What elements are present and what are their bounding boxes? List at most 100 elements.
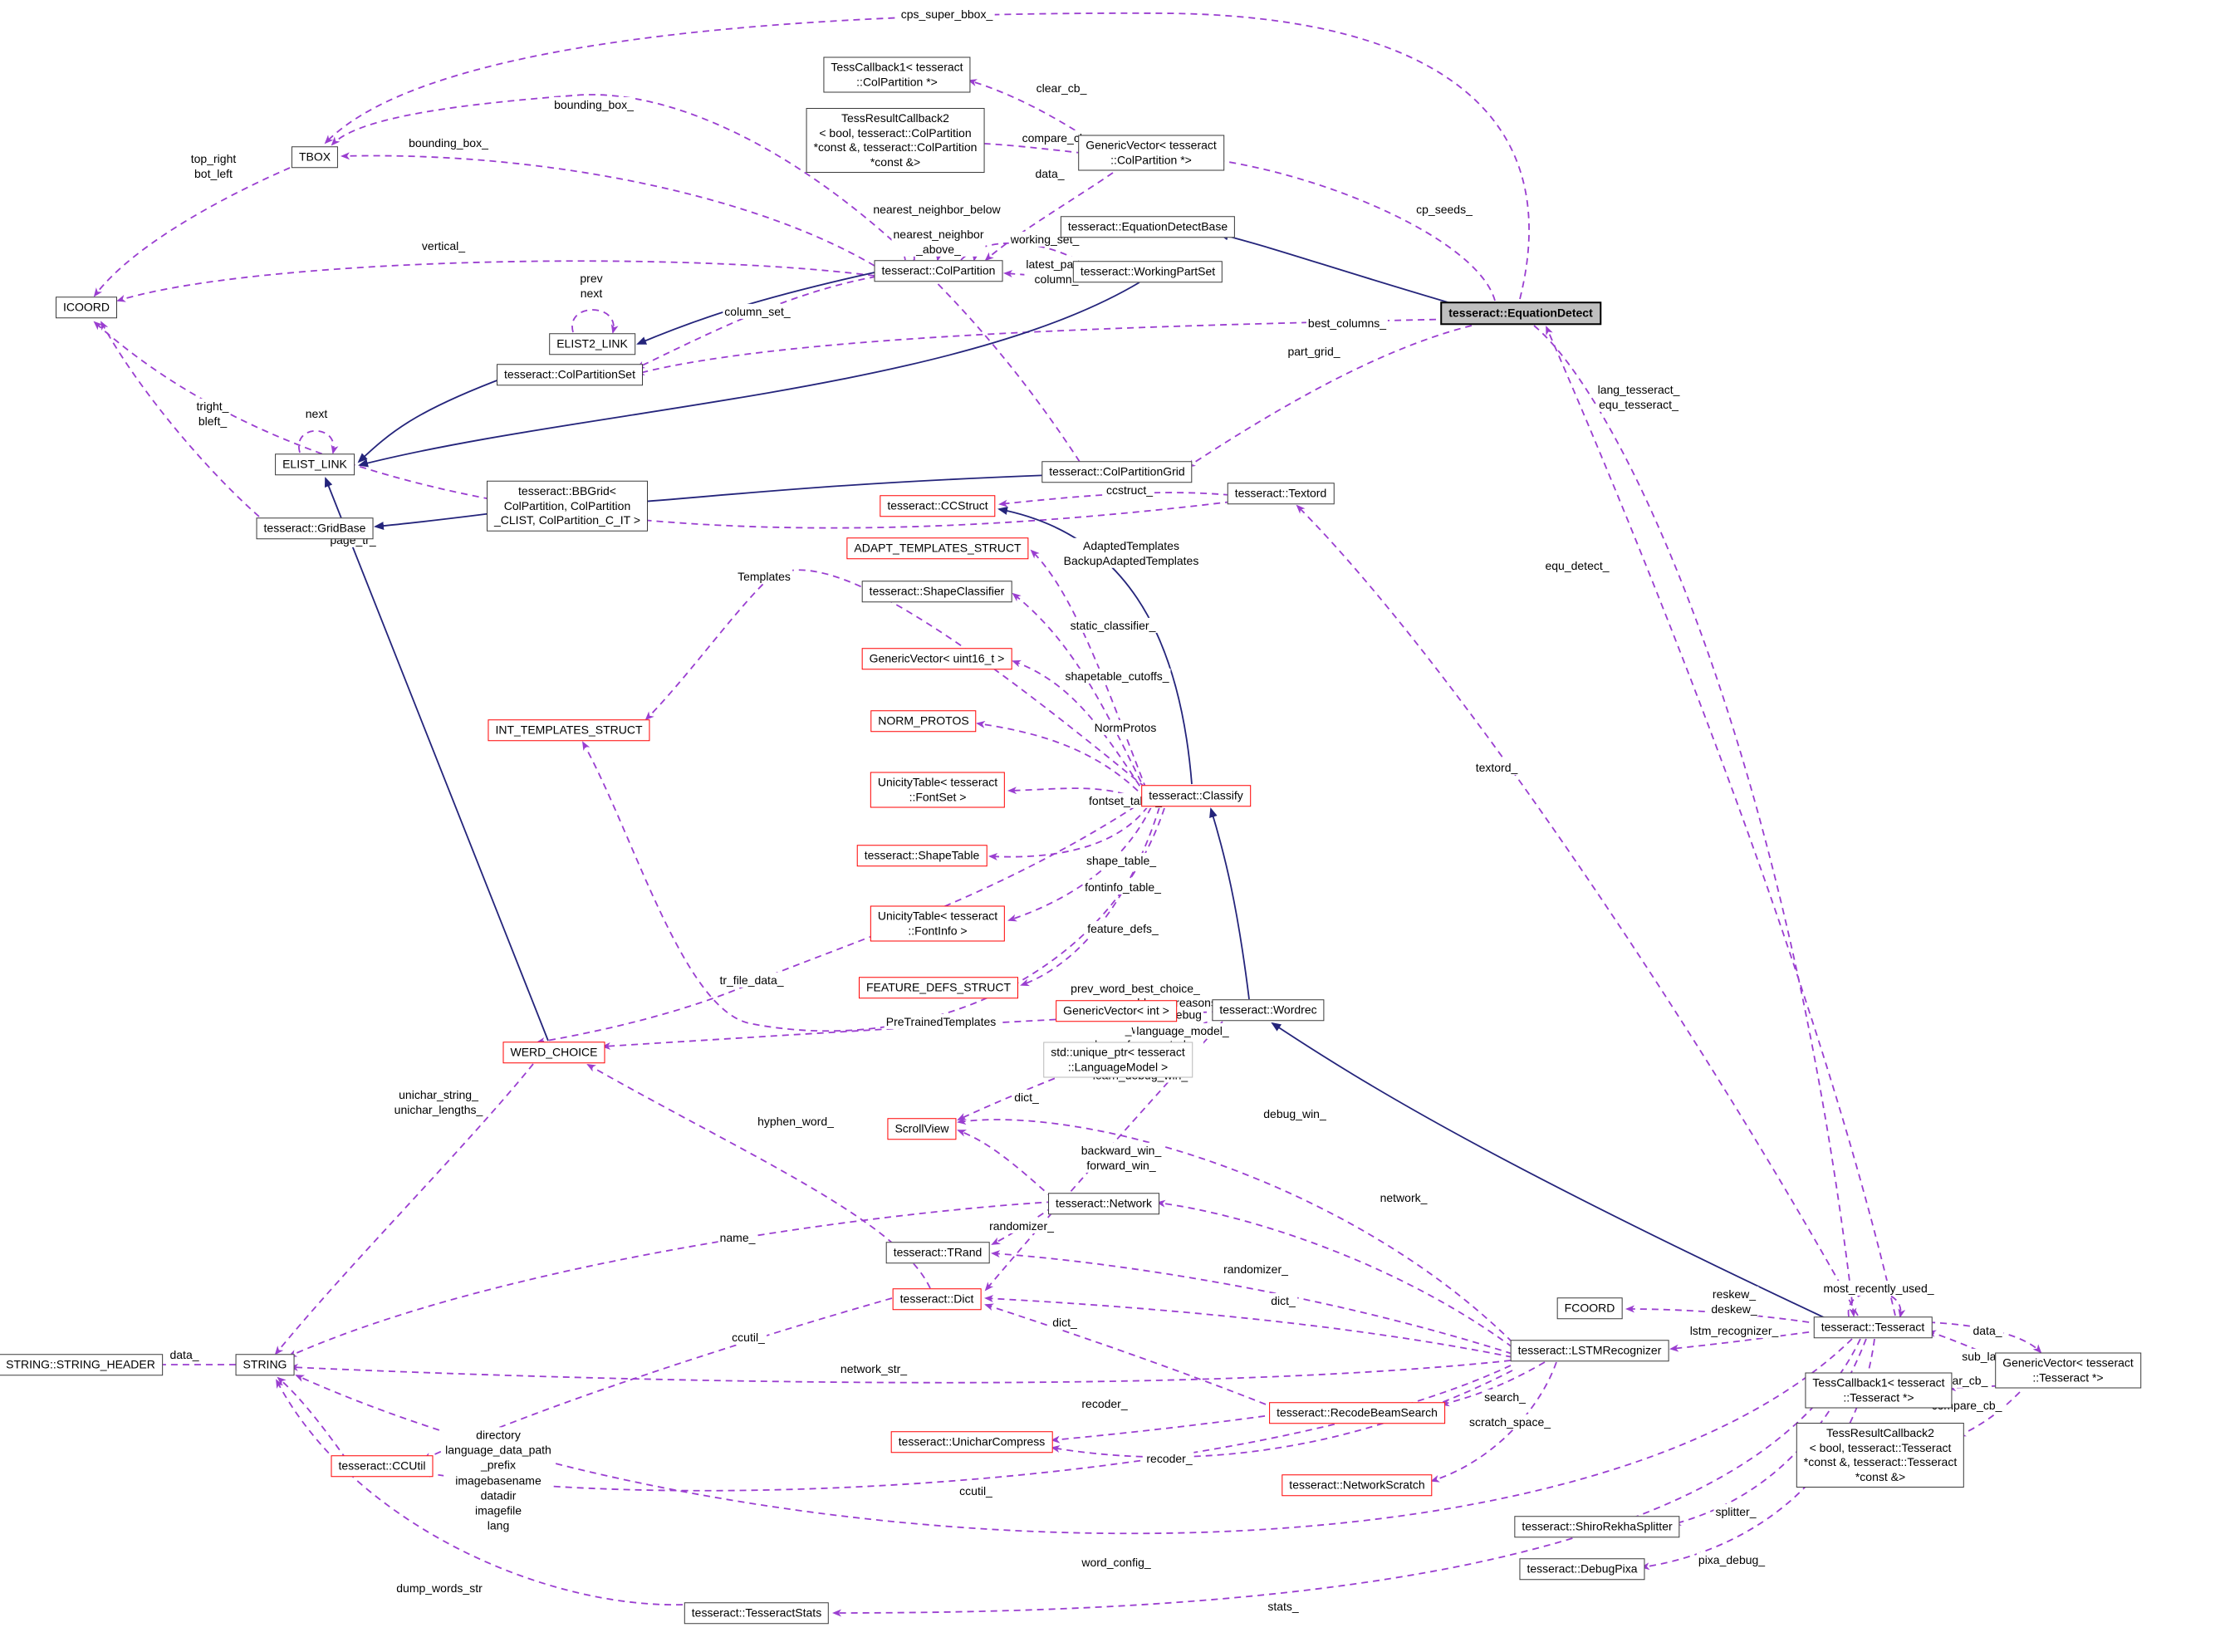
- edge-label-network_str_: network_str_: [838, 1360, 909, 1377]
- node-ccutil[interactable]: tesseract::CCUtil: [331, 1455, 434, 1477]
- node-colpartition[interactable]: tesseract::ColPartition: [874, 260, 1003, 282]
- node-label: TBOX: [298, 150, 331, 164]
- node-feature-defs-struct[interactable]: FEATURE_DEFS_STRUCT: [859, 977, 1018, 998]
- node-tbox[interactable]: TBOX: [291, 146, 339, 168]
- collaboration-edge-18: [1211, 156, 1496, 301]
- edge-label-directory: directory language_data_path _prefix ima…: [444, 1427, 553, 1533]
- node-label: ELIST2_LINK: [556, 336, 628, 350]
- node-network[interactable]: tesseract::Network: [1048, 1193, 1159, 1214]
- collaboration-edge-23: [1533, 325, 1857, 1317]
- node-wordrec[interactable]: tesseract::Wordrec: [1212, 999, 1325, 1021]
- edge-label-word_config_: word_config_: [1080, 1554, 1153, 1571]
- edge-label-PreTrainedTemplates: PreTrainedTemplates: [884, 1013, 998, 1030]
- node-equationdetectbase[interactable]: tesseract::EquationDetectBase: [1060, 216, 1236, 238]
- node-shapeclassifier[interactable]: tesseract::ShapeClassifier: [861, 581, 1012, 602]
- node-unicitytable-fontset[interactable]: UnicityTable< tesseract::FontSet >: [870, 772, 1006, 808]
- node-tesseract[interactable]: tesseract::Tesseract: [1813, 1316, 1933, 1338]
- node-workingpartset[interactable]: tesseract::WorkingPartSet: [1072, 261, 1223, 282]
- node-werd-choice[interactable]: WERD_CHOICE: [502, 1042, 605, 1063]
- edge-label-shape_table_: shape_table_: [1084, 852, 1159, 869]
- collaboration-edge-50: [289, 1360, 1512, 1384]
- edge-label-unichar_string_: unichar_string_ unichar_lengths_: [392, 1086, 485, 1118]
- node-ccstruct[interactable]: tesseract::CCStruct: [880, 495, 996, 517]
- node-recodebeamsearch[interactable]: tesseract::RecodeBeamSearch: [1269, 1402, 1445, 1424]
- node-genericvector-tesseract[interactable]: GenericVector< tesseract::Tesseract *>: [1995, 1352, 2141, 1389]
- node-label: tesseract::UnicharCompress: [898, 1434, 1046, 1449]
- node-trand[interactable]: tesseract::TRand: [885, 1242, 990, 1263]
- edge-label-NormProtos: NormProtos: [1092, 719, 1159, 736]
- collaboration-edge-33: [582, 741, 1165, 1032]
- collaboration-edge-26: [1012, 659, 1147, 797]
- node-label: UnicityTable< tesseract: [877, 775, 998, 789]
- node-shirorekhasplitter[interactable]: tesseract::ShiroRekhaSplitter: [1514, 1516, 1680, 1537]
- node-unicharcompress[interactable]: tesseract::UnicharCompress: [890, 1431, 1053, 1453]
- node-tesseractstats[interactable]: tesseract::TesseractStats: [684, 1602, 830, 1624]
- node-colpartitionset[interactable]: tesseract::ColPartitionSet: [497, 364, 643, 385]
- collaboration-edge-37: [586, 1064, 931, 1289]
- node-adapt-templates-struct[interactable]: ADAPT_TEMPLATES_STRUCT: [846, 537, 1029, 559]
- node-gridbase[interactable]: tesseract::GridBase: [256, 517, 374, 539]
- node-label: _CLIST, ColPartition_C_IT >: [494, 512, 640, 527]
- node-tessresultcallback2-colpartition[interactable]: TessResultCallback2< bool, tesseract::Co…: [806, 108, 985, 173]
- node-unique-ptr-languagemodel[interactable]: std::unique_ptr< tesseract::LanguageMode…: [1043, 1042, 1193, 1078]
- edge-label-dict_: dict_: [1269, 1292, 1297, 1309]
- collaboration-edge-2: [341, 152, 875, 267]
- node-label: tesseract::ColPartitionGrid: [1049, 464, 1185, 478]
- node-label: tesseract::ShiroRekhaSplitter: [1522, 1519, 1673, 1533]
- node-scrollview[interactable]: ScrollView: [887, 1118, 957, 1140]
- node-dict[interactable]: tesseract::Dict: [892, 1288, 982, 1310]
- node-textord[interactable]: tesseract::Textord: [1227, 483, 1335, 504]
- edge-label-shapetable_cutoffs_: shapetable_cutoffs_: [1063, 668, 1171, 684]
- collaboration-edge-27: [976, 720, 1147, 800]
- edge-label-dump_words_str: dump_words_str: [395, 1580, 484, 1596]
- node-label: GenericVector< tesseract: [1085, 138, 1217, 152]
- node-icoord[interactable]: ICOORD: [56, 297, 117, 318]
- edge-label-tright_: tright_ bleft_: [194, 398, 231, 429]
- collaboration-edge-7: [571, 309, 619, 334]
- node-colpartitiongrid[interactable]: tesseract::ColPartitionGrid: [1041, 461, 1193, 483]
- node-elist2-link[interactable]: ELIST2_LINK: [549, 333, 635, 355]
- node-debugpixa[interactable]: tesseract::DebugPixa: [1519, 1558, 1645, 1580]
- collaboration-edge-62: [1928, 1321, 2042, 1354]
- collaboration-edge-0: [324, 12, 1530, 300]
- node-shapetable[interactable]: tesseract::ShapeTable: [856, 845, 987, 866]
- node-label: tesseract::ColPartition: [881, 263, 996, 277]
- node-lstmrecognizer[interactable]: tesseract::LSTMRecognizer: [1510, 1340, 1669, 1361]
- node-tesscallback1-colpartition[interactable]: TessCallback1< tesseract::ColPartition *…: [823, 56, 971, 93]
- node-genericvector-uint16[interactable]: GenericVector< uint16_t >: [861, 648, 1012, 669]
- node-label: TessResultCallback2: [841, 111, 949, 125]
- collaboration-edge-1: [331, 94, 1081, 463]
- node-tesscallback1-tesseract[interactable]: TessCallback1< tesseract::Tesseract *>: [1805, 1372, 1953, 1409]
- node-label: UnicityTable< tesseract: [877, 909, 998, 923]
- edge-label-equ_detect_: equ_detect_: [1543, 557, 1611, 574]
- node-networkscratch[interactable]: tesseract::NetworkScratch: [1282, 1474, 1433, 1496]
- node-classify[interactable]: tesseract::Classify: [1141, 785, 1251, 806]
- node-tessresultcallback2-tesseract[interactable]: TessResultCallback2< bool, tesseract::Te…: [1796, 1423, 1965, 1488]
- collaboration-edge-64: [1957, 1391, 2021, 1437]
- node-label: tesseract::Textord: [1234, 486, 1327, 500]
- node-string-header[interactable]: STRING::STRING_HEADER: [0, 1354, 163, 1375]
- node-label: NORM_PROTOS: [878, 713, 969, 728]
- node-label: TessCallback1< tesseract: [1812, 1375, 1945, 1390]
- node-label: *const &>: [870, 154, 921, 169]
- node-genericvector-int[interactable]: GenericVector< int >: [1056, 1000, 1177, 1022]
- node-label: ::Tesseract *>: [1843, 1390, 1914, 1404]
- node-fcoord[interactable]: FCOORD: [1556, 1297, 1623, 1319]
- node-bbgrid[interactable]: tesseract::BBGrid<ColPartition, ColParti…: [487, 480, 648, 532]
- node-label: INT_TEMPLATES_STRUCT: [495, 723, 643, 737]
- node-label: ::LanguageModel >: [1067, 1060, 1169, 1073]
- node-label: tesseract::ShapeTable: [864, 848, 980, 862]
- collaboration-edge-19: [1186, 325, 1473, 468]
- node-norm-protos[interactable]: NORM_PROTOS: [870, 710, 977, 732]
- node-string[interactable]: STRING: [235, 1354, 295, 1375]
- edge-label-recoder_: recoder_: [1080, 1395, 1130, 1412]
- node-elist-link[interactable]: ELIST_LINK: [275, 453, 355, 475]
- node-label: tesseract::WorkingPartSet: [1080, 264, 1216, 278]
- node-int-templates-struct[interactable]: INT_TEMPLATES_STRUCT: [488, 719, 650, 741]
- node-label: tesseract::ShapeClassifier: [869, 584, 1005, 598]
- node-equationdetect[interactable]: tesseract::EquationDetect: [1440, 301, 1601, 325]
- edge-label-next: next: [303, 405, 330, 422]
- edge-label-cp_seeds_: cp_seeds_: [1414, 201, 1474, 218]
- node-unicitytable-fontinfo[interactable]: UnicityTable< tesseract::FontInfo >: [870, 905, 1006, 942]
- node-genericvector-colpartition[interactable]: GenericVector< tesseract::ColPartition *…: [1078, 135, 1224, 171]
